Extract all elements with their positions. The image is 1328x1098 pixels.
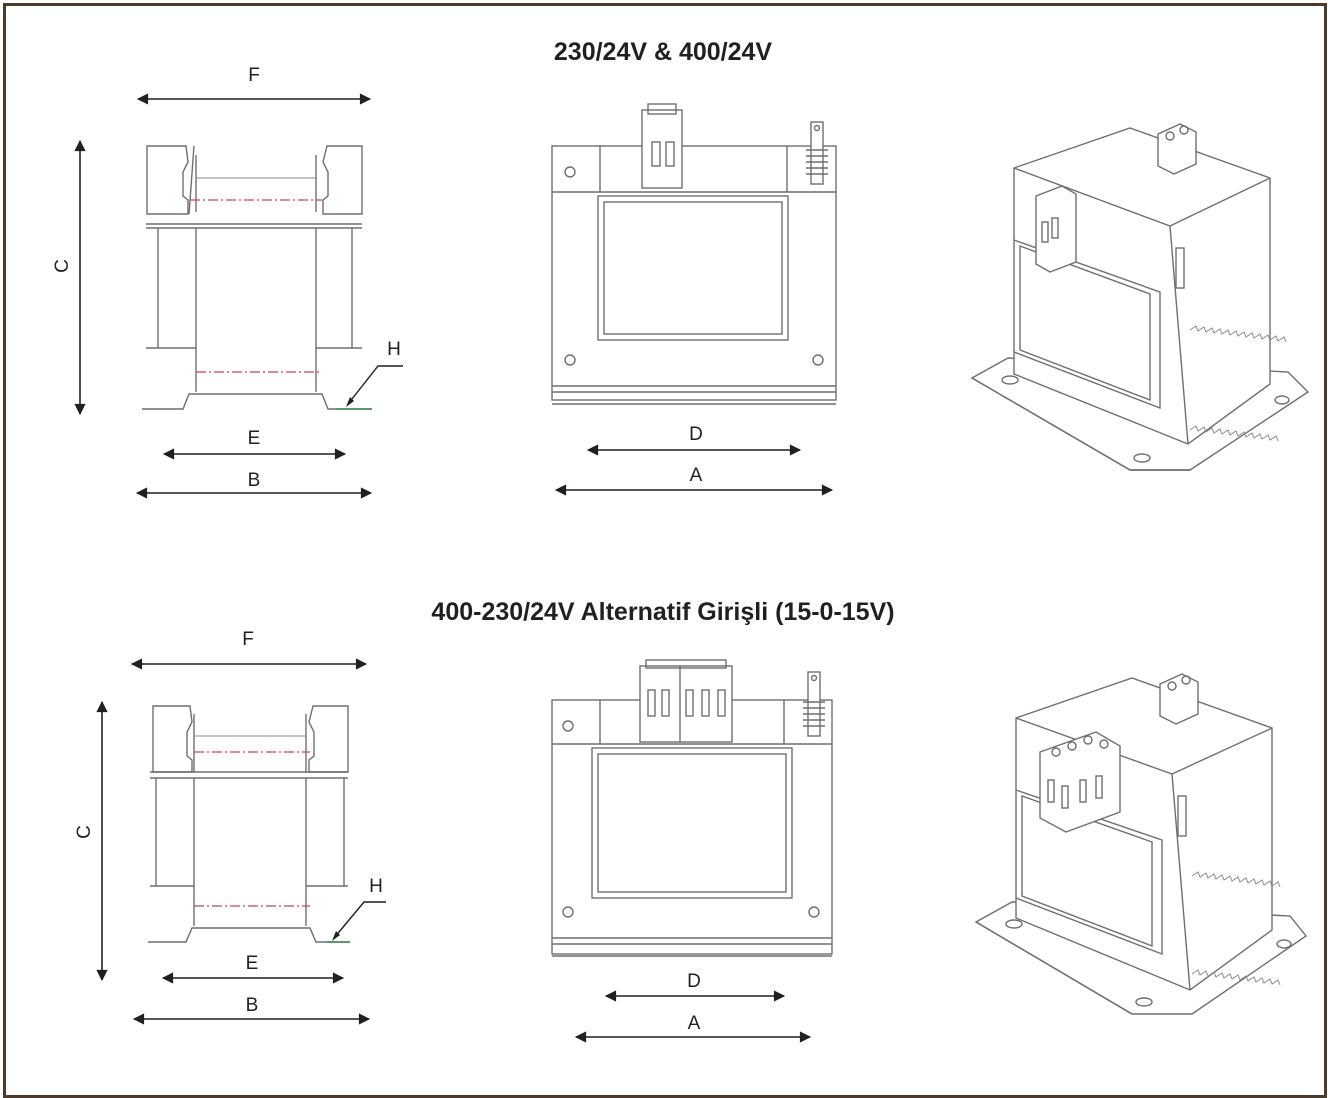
dimension-b-label: B bbox=[246, 995, 259, 1016]
earth-stud bbox=[1175, 247, 1185, 289]
section-2: F C H E B bbox=[74, 629, 1308, 1043]
front-frame bbox=[551, 145, 837, 401]
front-view-1: D A bbox=[551, 103, 837, 496]
dimension-a-label: A bbox=[688, 1013, 701, 1034]
front-view-2: D A bbox=[551, 659, 833, 1043]
mounting-foot bbox=[142, 393, 372, 410]
drawing-frame bbox=[3, 3, 1327, 1098]
dimension-a-label: A bbox=[690, 465, 703, 486]
dimension-f-label: F bbox=[242, 629, 254, 650]
right-terminal-block bbox=[308, 705, 349, 773]
dimension-b-label: B bbox=[248, 470, 261, 491]
side-view-1: F C H bbox=[52, 65, 403, 499]
terminal-block bbox=[641, 109, 683, 189]
section-2-title: 400-230/24V Alternatif Girişli (15-0-15V… bbox=[431, 598, 895, 626]
dimension-f-label: F bbox=[248, 65, 260, 86]
earth-stud bbox=[1177, 795, 1187, 837]
section-1: F C H bbox=[52, 65, 1310, 499]
dimension-h-label: H bbox=[387, 339, 401, 360]
section-1-title: 230/24V & 400/24V bbox=[553, 38, 773, 66]
dimension-h-label: H bbox=[369, 876, 383, 897]
dimension-e-label: E bbox=[246, 953, 259, 974]
side-view-2: F C H E B bbox=[74, 629, 386, 1025]
mounting-foot bbox=[148, 927, 350, 943]
left-terminal-block bbox=[146, 145, 189, 215]
dimension-c-label: C bbox=[74, 825, 95, 839]
dimension-d-label: D bbox=[687, 971, 701, 992]
right-terminal-block bbox=[322, 145, 363, 215]
dimension-c-label: C bbox=[52, 259, 73, 273]
isometric-view-2 bbox=[974, 673, 1308, 1015]
dimension-d-label: D bbox=[689, 424, 703, 445]
dimension-e-label: E bbox=[248, 428, 261, 449]
isometric-view-1 bbox=[970, 123, 1310, 471]
left-terminal-block bbox=[152, 705, 193, 773]
terminal-block bbox=[1035, 185, 1077, 273]
